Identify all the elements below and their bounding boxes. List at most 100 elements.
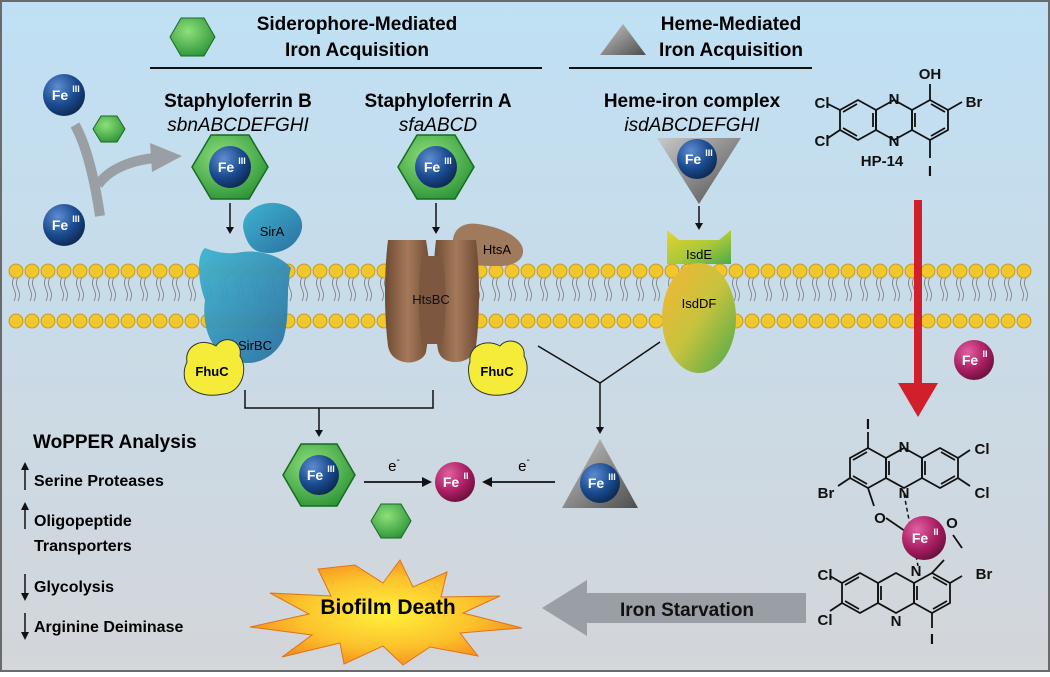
svg-text:Br: Br: [818, 485, 835, 502]
svg-text:Cl: Cl: [815, 95, 830, 112]
fe3-heme-reductant: Fe III: [562, 439, 638, 508]
svg-text:Cl: Cl: [815, 133, 830, 150]
svg-text:Fe: Fe: [443, 474, 460, 490]
svg-text:Fe: Fe: [52, 87, 69, 103]
svg-text:II: II: [982, 349, 987, 359]
complex-atoms: I N Cl Br N Cl O O N Cl Br Cl N I: [818, 416, 993, 648]
heme-complex-name: Heme-iron complex: [604, 91, 781, 112]
wopper-panel: WoPPER Analysis Serine Proteases Oligope…: [21, 432, 197, 640]
protein-isddf-label: IsdDF: [682, 296, 717, 311]
svg-text:III: III: [72, 214, 80, 224]
up-arrow-icon: [21, 462, 29, 490]
wopper-title: WoPPER Analysis: [33, 432, 197, 453]
svg-text:Br: Br: [976, 566, 993, 583]
svg-text:Cl: Cl: [818, 567, 833, 584]
sir-transporter: SirA SirBC FhuC: [183, 202, 303, 396]
wopper-item-glycolysis: Glycolysis: [34, 579, 114, 596]
siderophore-title-line2: Iron Acquisition: [285, 40, 429, 61]
fe3-siderophore-complex-a: Fe III: [397, 134, 475, 200]
hp14-label: HP-14: [861, 153, 904, 170]
wopper-item-oligopeptide-1: Oligopeptide: [34, 513, 132, 530]
binding-arrowhead-icon: [150, 143, 182, 172]
svg-text:Fe: Fe: [685, 151, 702, 167]
svg-text:Br: Br: [966, 94, 983, 111]
heme-complex-genes: isdABCDEFGHI: [624, 115, 760, 136]
fe2-ion-icon: Fe II: [435, 462, 475, 502]
wopper-item-serine: Serine Proteases: [34, 473, 164, 490]
hexagon-icon: [92, 115, 126, 143]
heme-title-line1: Heme-Mediated: [661, 14, 801, 35]
svg-text:Fe: Fe: [307, 467, 324, 483]
svg-text:N: N: [911, 563, 922, 580]
fe3-heme-complex: Fe III: [657, 138, 741, 204]
staphyloferrin-a-genes: sfaABCD: [399, 115, 477, 136]
svg-text:Fe: Fe: [912, 530, 929, 546]
fe3-ion-icon: Fe III: [43, 74, 85, 116]
merge-bracket: [244, 390, 434, 409]
svg-text:I: I: [930, 631, 934, 648]
fe2-ion-icon: Fe II: [902, 516, 946, 560]
svg-text:N: N: [899, 439, 910, 456]
hp14-molecule: [827, 84, 963, 158]
biofilm-death-label: Biofilm Death: [320, 596, 455, 619]
svg-text:N: N: [891, 613, 902, 630]
svg-text:Cl: Cl: [975, 441, 990, 458]
svg-text:I: I: [866, 416, 870, 433]
red-arrowhead-icon: [898, 383, 938, 417]
svg-text:Cl: Cl: [975, 485, 990, 502]
svg-text:III: III: [238, 156, 246, 166]
protein-isde-label: IsdE: [686, 247, 712, 262]
up-arrow-icon: [21, 502, 29, 529]
svg-text:OH: OH: [919, 66, 942, 83]
fe3-ion-icon: Fe III: [43, 204, 85, 246]
staphyloferrin-a-name: Staphyloferrin A: [364, 91, 511, 112]
protein-sirbc-label: SirBC: [238, 338, 272, 353]
heme-title-line2: Iron Acquisition: [659, 40, 803, 61]
isd-transporter: IsdE IsdDF: [662, 230, 736, 373]
svg-text:III: III: [608, 472, 616, 482]
svg-text:Fe: Fe: [424, 159, 441, 175]
hts-transporter: HtsA HtsBC FhuC: [385, 223, 528, 396]
protein-fhuc1-label: FhuC: [195, 364, 229, 379]
hp14-atoms: OH Br Cl Cl N N I HP-14: [815, 66, 983, 180]
fe-hp14-complex: [829, 432, 971, 628]
svg-text:III: III: [72, 84, 80, 94]
electron-label: e-: [518, 455, 530, 475]
svg-text:II: II: [463, 471, 468, 481]
staphyloferrin-b-genes: sbnABCDEFGHI: [167, 115, 309, 136]
merge-line-right: [599, 341, 661, 384]
svg-text:Fe: Fe: [218, 159, 235, 175]
hexagon-icon: [169, 17, 216, 57]
protein-htsbc-label: HtsBC: [412, 292, 450, 307]
binding-arrow-icon: [70, 122, 157, 217]
svg-text:III: III: [444, 156, 452, 166]
fe2-ion-icon: Fe II: [954, 340, 994, 380]
iron-starvation-label: Iron Starvation: [620, 600, 754, 621]
svg-text:Cl: Cl: [818, 612, 833, 629]
hexagon-icon: [370, 503, 412, 539]
down-arrow-icon: [21, 613, 29, 640]
svg-text:Fe: Fe: [962, 352, 979, 368]
fe3-siderophore-complex-b: Fe III: [191, 134, 269, 200]
svg-text:III: III: [327, 464, 335, 474]
protein-sira-label: SirA: [260, 224, 285, 239]
svg-text:N: N: [889, 91, 900, 108]
merge-line-left: [537, 345, 601, 384]
wopper-item-arginine: Arginine Deiminase: [34, 619, 183, 636]
siderophore-title-line1: Siderophore-Mediated: [257, 14, 458, 35]
svg-text:Fe: Fe: [588, 475, 605, 491]
svg-text:II: II: [933, 527, 938, 537]
triangle-icon: [600, 24, 646, 55]
electron-label: e-: [388, 455, 400, 475]
svg-text:N: N: [889, 133, 900, 150]
protein-htsa-label: HtsA: [483, 242, 512, 257]
protein-fhuc2-label: FhuC: [480, 364, 514, 379]
svg-text:I: I: [928, 163, 932, 180]
svg-text:Fe: Fe: [52, 217, 69, 233]
svg-text:O: O: [874, 510, 886, 527]
staphyloferrin-b-name: Staphyloferrin B: [164, 91, 312, 112]
